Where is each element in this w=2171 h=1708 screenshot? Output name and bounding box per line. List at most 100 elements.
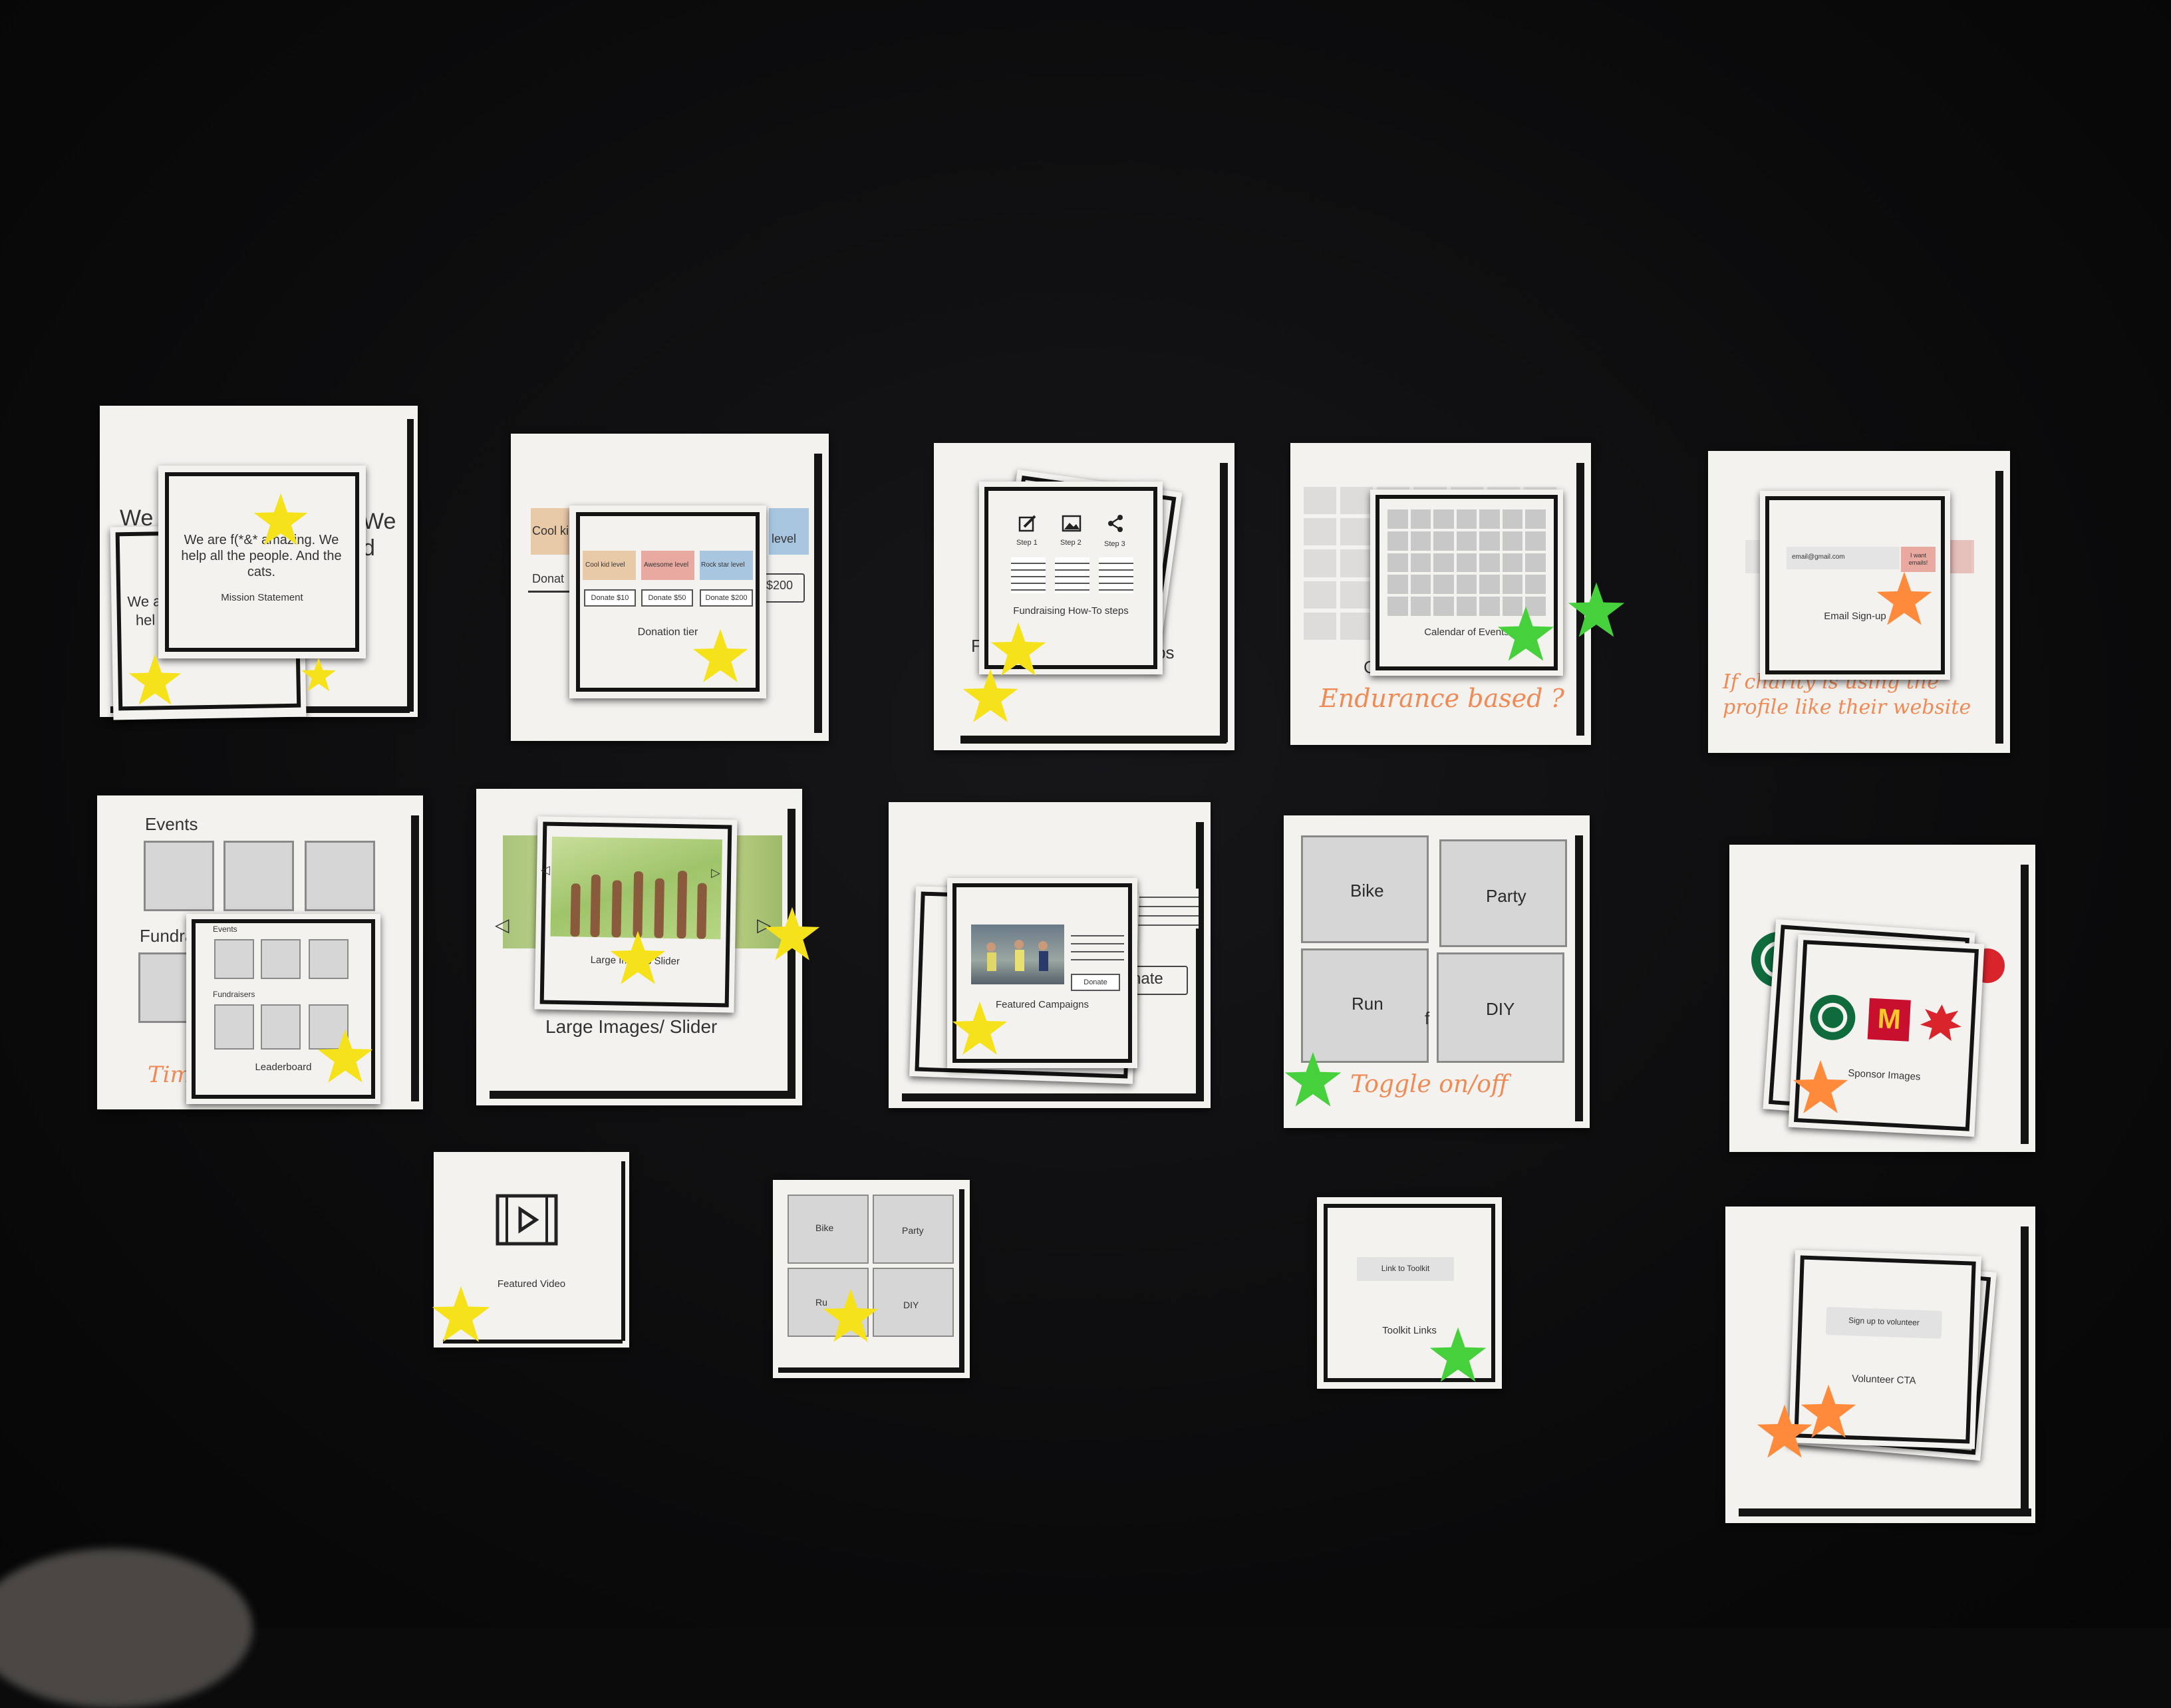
yellow-star-sticker (128, 654, 182, 705)
handwritten-note: profile like their website (1723, 696, 1971, 719)
yellow-star-sticker (317, 1029, 373, 1083)
toggle-tile-party[interactable] (1439, 839, 1567, 947)
handwritten-note: Endurance based ? (1320, 684, 1564, 713)
toolkit-label: Toolkit Links (1382, 1325, 1437, 1336)
mcdonalds-logo: M (1867, 998, 1911, 1042)
campaign-photo (971, 925, 1064, 984)
tile-label: Bike (1350, 881, 1384, 901)
donation-label: Donation tier (637, 627, 698, 638)
next-arrow-icon[interactable]: ▷ (710, 865, 721, 880)
orange-star-sticker (1793, 1060, 1848, 1113)
card-border (1196, 822, 1204, 1101)
calendar-events-card: Calendar of Events (1370, 490, 1563, 676)
mission-text: We are f(*&* amazing. We help all the pe… (181, 533, 342, 579)
video-label: Featured Video (497, 1278, 566, 1290)
back-lines (1135, 889, 1199, 928)
card-border (788, 809, 796, 1095)
back-fragment: level (772, 532, 797, 545)
tier-label: Rock star level (701, 561, 745, 569)
step-lines (1011, 557, 1046, 593)
toggle-tile-bike[interactable] (1301, 835, 1429, 943)
card-frame (576, 512, 760, 692)
donate-button[interactable]: Donate $10 (584, 589, 636, 607)
donate-button[interactable]: Donate $200 (700, 589, 753, 607)
small-tile-party[interactable] (873, 1195, 954, 1264)
card-border (407, 419, 414, 712)
tier-swatch (769, 508, 809, 555)
email-input[interactable] (1787, 547, 1900, 569)
email-submit-button[interactable] (1901, 547, 1936, 572)
fundraisers-heading: Fundraisers (213, 990, 255, 999)
starbucks-logo (1810, 994, 1856, 1040)
runners-image (986, 940, 1048, 971)
tile-label: Party (1486, 886, 1526, 906)
card-border (411, 815, 419, 1101)
back-tile (144, 841, 214, 911)
underline (528, 591, 581, 593)
leaderboard-card: Events Fundraisers Leaderboard (186, 914, 380, 1104)
email-signup-card: email@gmail.com I want emails! Email Sig… (1760, 491, 1950, 680)
toggle-card: Bike Party Run DIY f Toggle on/off (1284, 815, 1590, 1128)
card-frame (192, 919, 375, 1099)
fundraiser-tile (261, 1004, 301, 1050)
card-border (2021, 865, 2029, 1144)
step-label: Step 3 (1104, 540, 1125, 548)
donate-button[interactable]: Donate $50 (641, 589, 693, 607)
slider-image (550, 836, 722, 940)
card-frame (1765, 496, 1945, 674)
green-star-sticker (1497, 606, 1554, 661)
event-tile (261, 939, 301, 979)
campaign-text-lines (1071, 928, 1124, 966)
calendar-label: Calendar of Events (1424, 627, 1509, 638)
handwritten-note: Toggle on/off (1350, 1071, 1509, 1098)
calendar-grid (1387, 509, 1546, 616)
yellow-star-sticker (952, 1001, 1008, 1055)
back-fragment: We (362, 509, 396, 534)
events-heading: Events (213, 925, 237, 934)
card-frame (165, 472, 359, 652)
back-fragment: Donat (532, 572, 565, 585)
tile-label: DIY (1486, 999, 1515, 1019)
green-star-sticker (1429, 1327, 1487, 1382)
yellow-star-sticker (764, 907, 820, 960)
orange-star-sticker (1801, 1384, 1856, 1438)
next-arrow-icon[interactable]: ▷ (757, 915, 772, 935)
edit-icon (1018, 515, 1036, 532)
step-lines (1055, 557, 1089, 593)
toggle-tile-diy[interactable] (1437, 952, 1564, 1063)
tier-cool (583, 551, 636, 580)
toggle-tile-run[interactable] (1301, 948, 1429, 1063)
card-frame (984, 487, 1157, 669)
prev-arrow-icon[interactable]: ◁ (495, 915, 509, 935)
video-play-icon[interactable] (495, 1193, 559, 1246)
tier-awesome (641, 551, 694, 580)
mission-statement-card: We are f(*&* amazing. We help all the pe… (158, 466, 366, 658)
small-tile-diy[interactable] (873, 1268, 954, 1337)
card-frame (952, 883, 1132, 1063)
step-lines (1099, 557, 1133, 593)
yellow-star-sticker (301, 658, 336, 692)
tier-label: Awesome level (644, 561, 689, 569)
prev-arrow-icon[interactable]: ◁ (540, 863, 551, 877)
back-fragment: We a (127, 593, 162, 611)
tile-label: Bike (815, 1222, 834, 1233)
card-border (1576, 463, 1584, 736)
yellow-star-sticker (962, 668, 1018, 722)
fundraiser-tile (214, 1004, 254, 1050)
share-icon (1108, 515, 1123, 532)
step-label: Step 1 (1016, 539, 1038, 547)
orange-star-sticker (1876, 571, 1932, 625)
card-frame (1375, 495, 1558, 670)
email-label: Email Sign-up (1824, 611, 1886, 622)
howto-label: Fundraising How-To steps (1013, 605, 1129, 617)
card-border (902, 1093, 1201, 1101)
back-fragment: f (1425, 1008, 1430, 1028)
event-tile (214, 939, 254, 979)
small-tile-bike[interactable] (788, 1195, 869, 1264)
campaign-donate-button[interactable]: Donate (1071, 974, 1120, 991)
image-icon (1062, 515, 1082, 532)
yellow-star-sticker (692, 629, 748, 682)
email-button-label: I want emails! (1908, 552, 1928, 566)
toolkit-link-button[interactable] (1357, 1257, 1454, 1281)
back-fragment: $200 (766, 579, 794, 592)
